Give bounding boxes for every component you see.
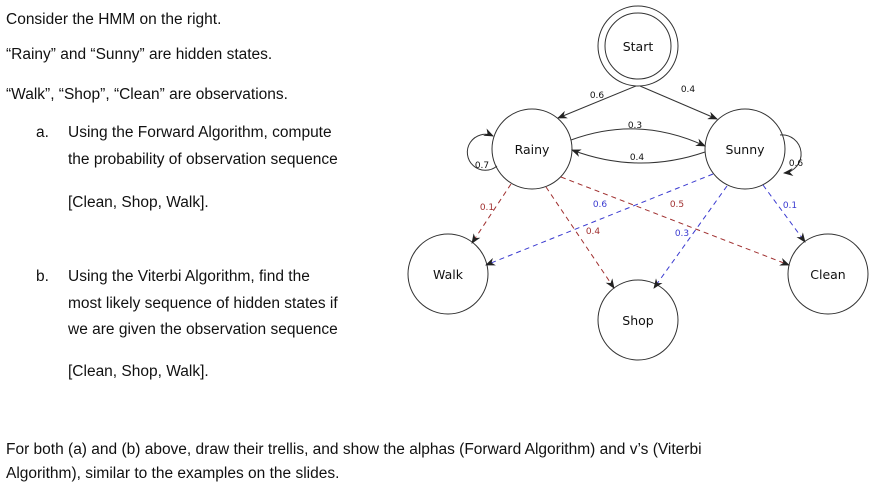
walk-label: Walk xyxy=(433,267,464,282)
start-label: Start xyxy=(623,39,654,54)
rainy-self-prob: 0.7 xyxy=(475,161,489,171)
rainy-node xyxy=(491,108,573,190)
edge-rainy-walk xyxy=(471,183,512,244)
sunny-shop-prob: 0.3 xyxy=(675,229,689,239)
rainy-shop-prob: 0.4 xyxy=(586,227,601,237)
sunny-node xyxy=(704,108,786,190)
clean-node xyxy=(787,233,869,315)
sunny-rainy-prob: 0.4 xyxy=(630,153,645,163)
edge-start-sunny xyxy=(639,85,718,120)
rainy-sunny-prob: 0.3 xyxy=(628,121,642,131)
edge-rainy-sunny xyxy=(570,128,706,147)
sunny-walk-prob: 0.6 xyxy=(593,200,608,210)
start-rainy-prob: 0.6 xyxy=(590,91,605,101)
part-b-sequence: [Clean, Shop, Walk]. xyxy=(68,363,209,380)
edge-rainy-shop xyxy=(545,186,615,289)
start-node xyxy=(604,12,672,80)
sunny-clean-prob: 0.1 xyxy=(783,201,797,211)
edge-sunny-rainy xyxy=(571,149,706,164)
rainy-label: Rainy xyxy=(515,142,550,157)
rainy-clean-prob: 0.5 xyxy=(670,200,684,210)
edge-sunny-walk xyxy=(485,173,714,266)
part-b-line3: we are given the observation sequence xyxy=(68,321,338,338)
start-node-outer xyxy=(597,5,679,87)
part-b-line1: Using the Viterbi Algorithm, find the xyxy=(68,268,310,285)
edge-rainy-clean xyxy=(560,176,790,266)
part-a-line1: Using the Forward Algorithm, compute xyxy=(68,124,332,141)
edge-start-rainy xyxy=(557,85,637,119)
sunny-label: Sunny xyxy=(725,142,765,157)
clean-label: Clean xyxy=(810,267,845,282)
edge-sunny-self xyxy=(779,134,802,177)
rainy-walk-prob: 0.1 xyxy=(480,203,494,213)
sunny-self-prob: 0.6 xyxy=(789,159,804,169)
observations-line: “Walk”, “Shop”, “Clean” are observations… xyxy=(6,86,288,103)
walk-node xyxy=(407,233,489,315)
edge-sunny-shop xyxy=(653,185,728,289)
shop-node xyxy=(597,279,679,361)
part-a-sequence: [Clean, Shop, Walk]. xyxy=(68,194,209,211)
shop-label: Shop xyxy=(622,313,654,328)
edge-rainy-self xyxy=(466,128,498,171)
edge-sunny-clean xyxy=(762,184,806,243)
hidden-states-line: “Rainy” and “Sunny” are hidden states. xyxy=(6,46,273,63)
part-b-marker: b. xyxy=(36,268,49,285)
part-a-line2: the probability of observation sequence xyxy=(68,151,338,168)
part-a-marker: a. xyxy=(36,124,49,141)
footer-line1: For both (a) and (b) above, draw their t… xyxy=(6,441,702,458)
intro-line: Consider the HMM on the right. xyxy=(6,11,222,28)
part-b-line2: most likely sequence of hidden states if xyxy=(68,295,338,312)
footer-line2: Algorithm), similar to the examples on t… xyxy=(6,465,340,482)
start-sunny-prob: 0.4 xyxy=(681,85,696,95)
